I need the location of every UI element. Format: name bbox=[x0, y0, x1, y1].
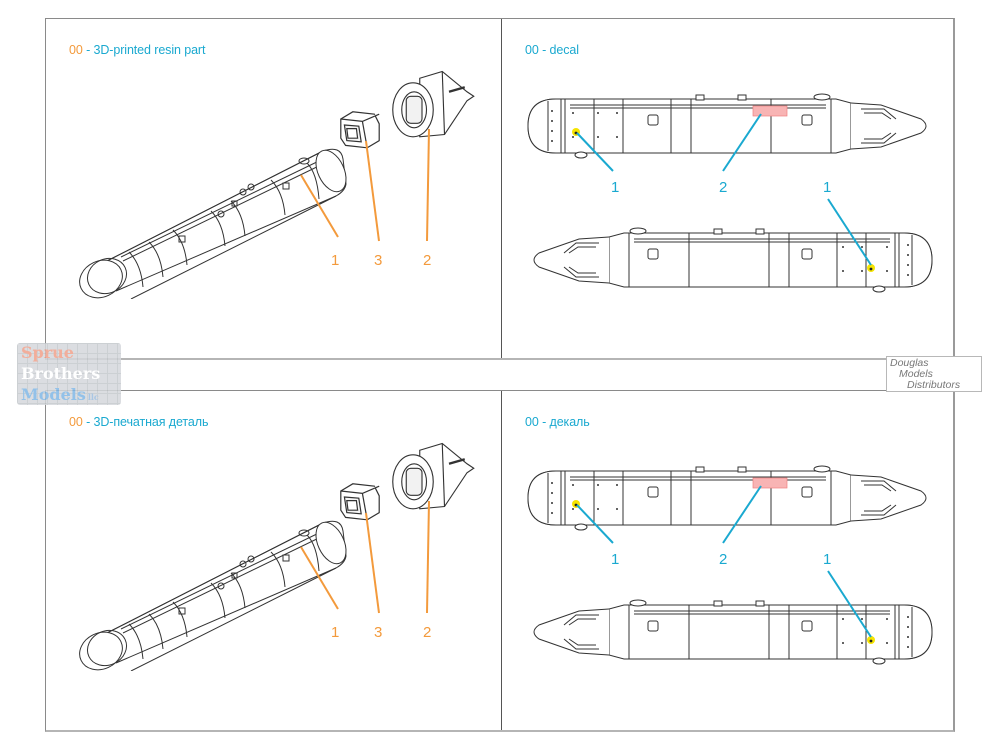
callout-line-3 bbox=[365, 512, 380, 614]
stencil-decal-2 bbox=[752, 105, 788, 117]
panel-divider bbox=[501, 391, 502, 730]
watermark-word: Models bbox=[899, 368, 933, 380]
panel-divider bbox=[501, 19, 502, 358]
decal-callout-1-lower: 1 bbox=[823, 551, 832, 568]
douglas-models-watermark: Douglas Models Distributors bbox=[886, 356, 982, 392]
watermark-word: Sprue bbox=[21, 343, 74, 362]
decal-callout-1-upper: 1 bbox=[611, 179, 620, 196]
callout-3: 3 bbox=[374, 252, 383, 269]
panel-title-resin-part-ru: 00 - 3D-печатная деталь bbox=[69, 415, 208, 430]
instruction-frame-english: 00 - 3D-printed resin part 1 3 2 00 - de… bbox=[45, 18, 955, 360]
stencil-decal-2 bbox=[752, 477, 788, 489]
panel-title-decal-ru: 00 - декаль bbox=[525, 415, 590, 429]
watermark-word: Douglas bbox=[890, 357, 929, 369]
callout-3: 3 bbox=[374, 624, 383, 641]
callout-line-3 bbox=[365, 140, 380, 242]
tail-cone-drawing bbox=[391, 442, 475, 510]
pod-body-drawing bbox=[72, 517, 353, 671]
part-number: 00 bbox=[69, 415, 83, 429]
decal-pod-lower-drawing bbox=[533, 227, 933, 293]
decal-callout-2: 2 bbox=[719, 551, 728, 568]
decal-callout-2: 2 bbox=[719, 179, 728, 196]
callout-lines-upper-ru bbox=[576, 485, 762, 544]
panel-title-decal: 00 - decal bbox=[525, 43, 579, 57]
part-number: 00 bbox=[69, 43, 83, 57]
watermark-word: Models bbox=[21, 385, 86, 404]
callout-line-1 bbox=[300, 546, 339, 610]
part-description: - 3D-printed resin part bbox=[82, 43, 206, 57]
instruction-frame-russian: 00 - 3D-печатная деталь 1 3 2 00 - декал… bbox=[45, 390, 955, 732]
decal-pod-lower-drawing-ru bbox=[533, 599, 933, 665]
resin-parts-drawing-ru bbox=[72, 442, 475, 671]
hex-ring-drawing bbox=[340, 111, 380, 149]
pod-body-drawing bbox=[72, 145, 353, 299]
callout-2: 2 bbox=[423, 252, 432, 269]
callout-1: 1 bbox=[331, 252, 340, 269]
callout-2: 2 bbox=[423, 624, 432, 641]
callout-lines-upper bbox=[576, 113, 762, 172]
watermark-word: Distributors bbox=[907, 379, 961, 391]
panel-title-resin-part: 00 - 3D-printed resin part bbox=[69, 43, 205, 58]
hex-ring-drawing bbox=[340, 483, 380, 521]
callout-1: 1 bbox=[331, 624, 340, 641]
decal-callout-1-upper: 1 bbox=[611, 551, 620, 568]
callout-line-2 bbox=[426, 128, 430, 242]
decal-callout-1-lower: 1 bbox=[823, 179, 832, 196]
watermark-word: llc bbox=[87, 392, 99, 402]
resin-parts-drawing bbox=[72, 70, 475, 299]
callout-line-1 bbox=[300, 174, 339, 238]
callout-line-2 bbox=[426, 500, 430, 614]
tail-cone-drawing bbox=[391, 70, 475, 138]
callout-line-lower-ru bbox=[827, 570, 872, 638]
watermark-word: Brothers bbox=[21, 364, 101, 383]
part-description: - 3D-печатная деталь bbox=[82, 415, 209, 429]
callout-line-lower bbox=[827, 198, 872, 266]
